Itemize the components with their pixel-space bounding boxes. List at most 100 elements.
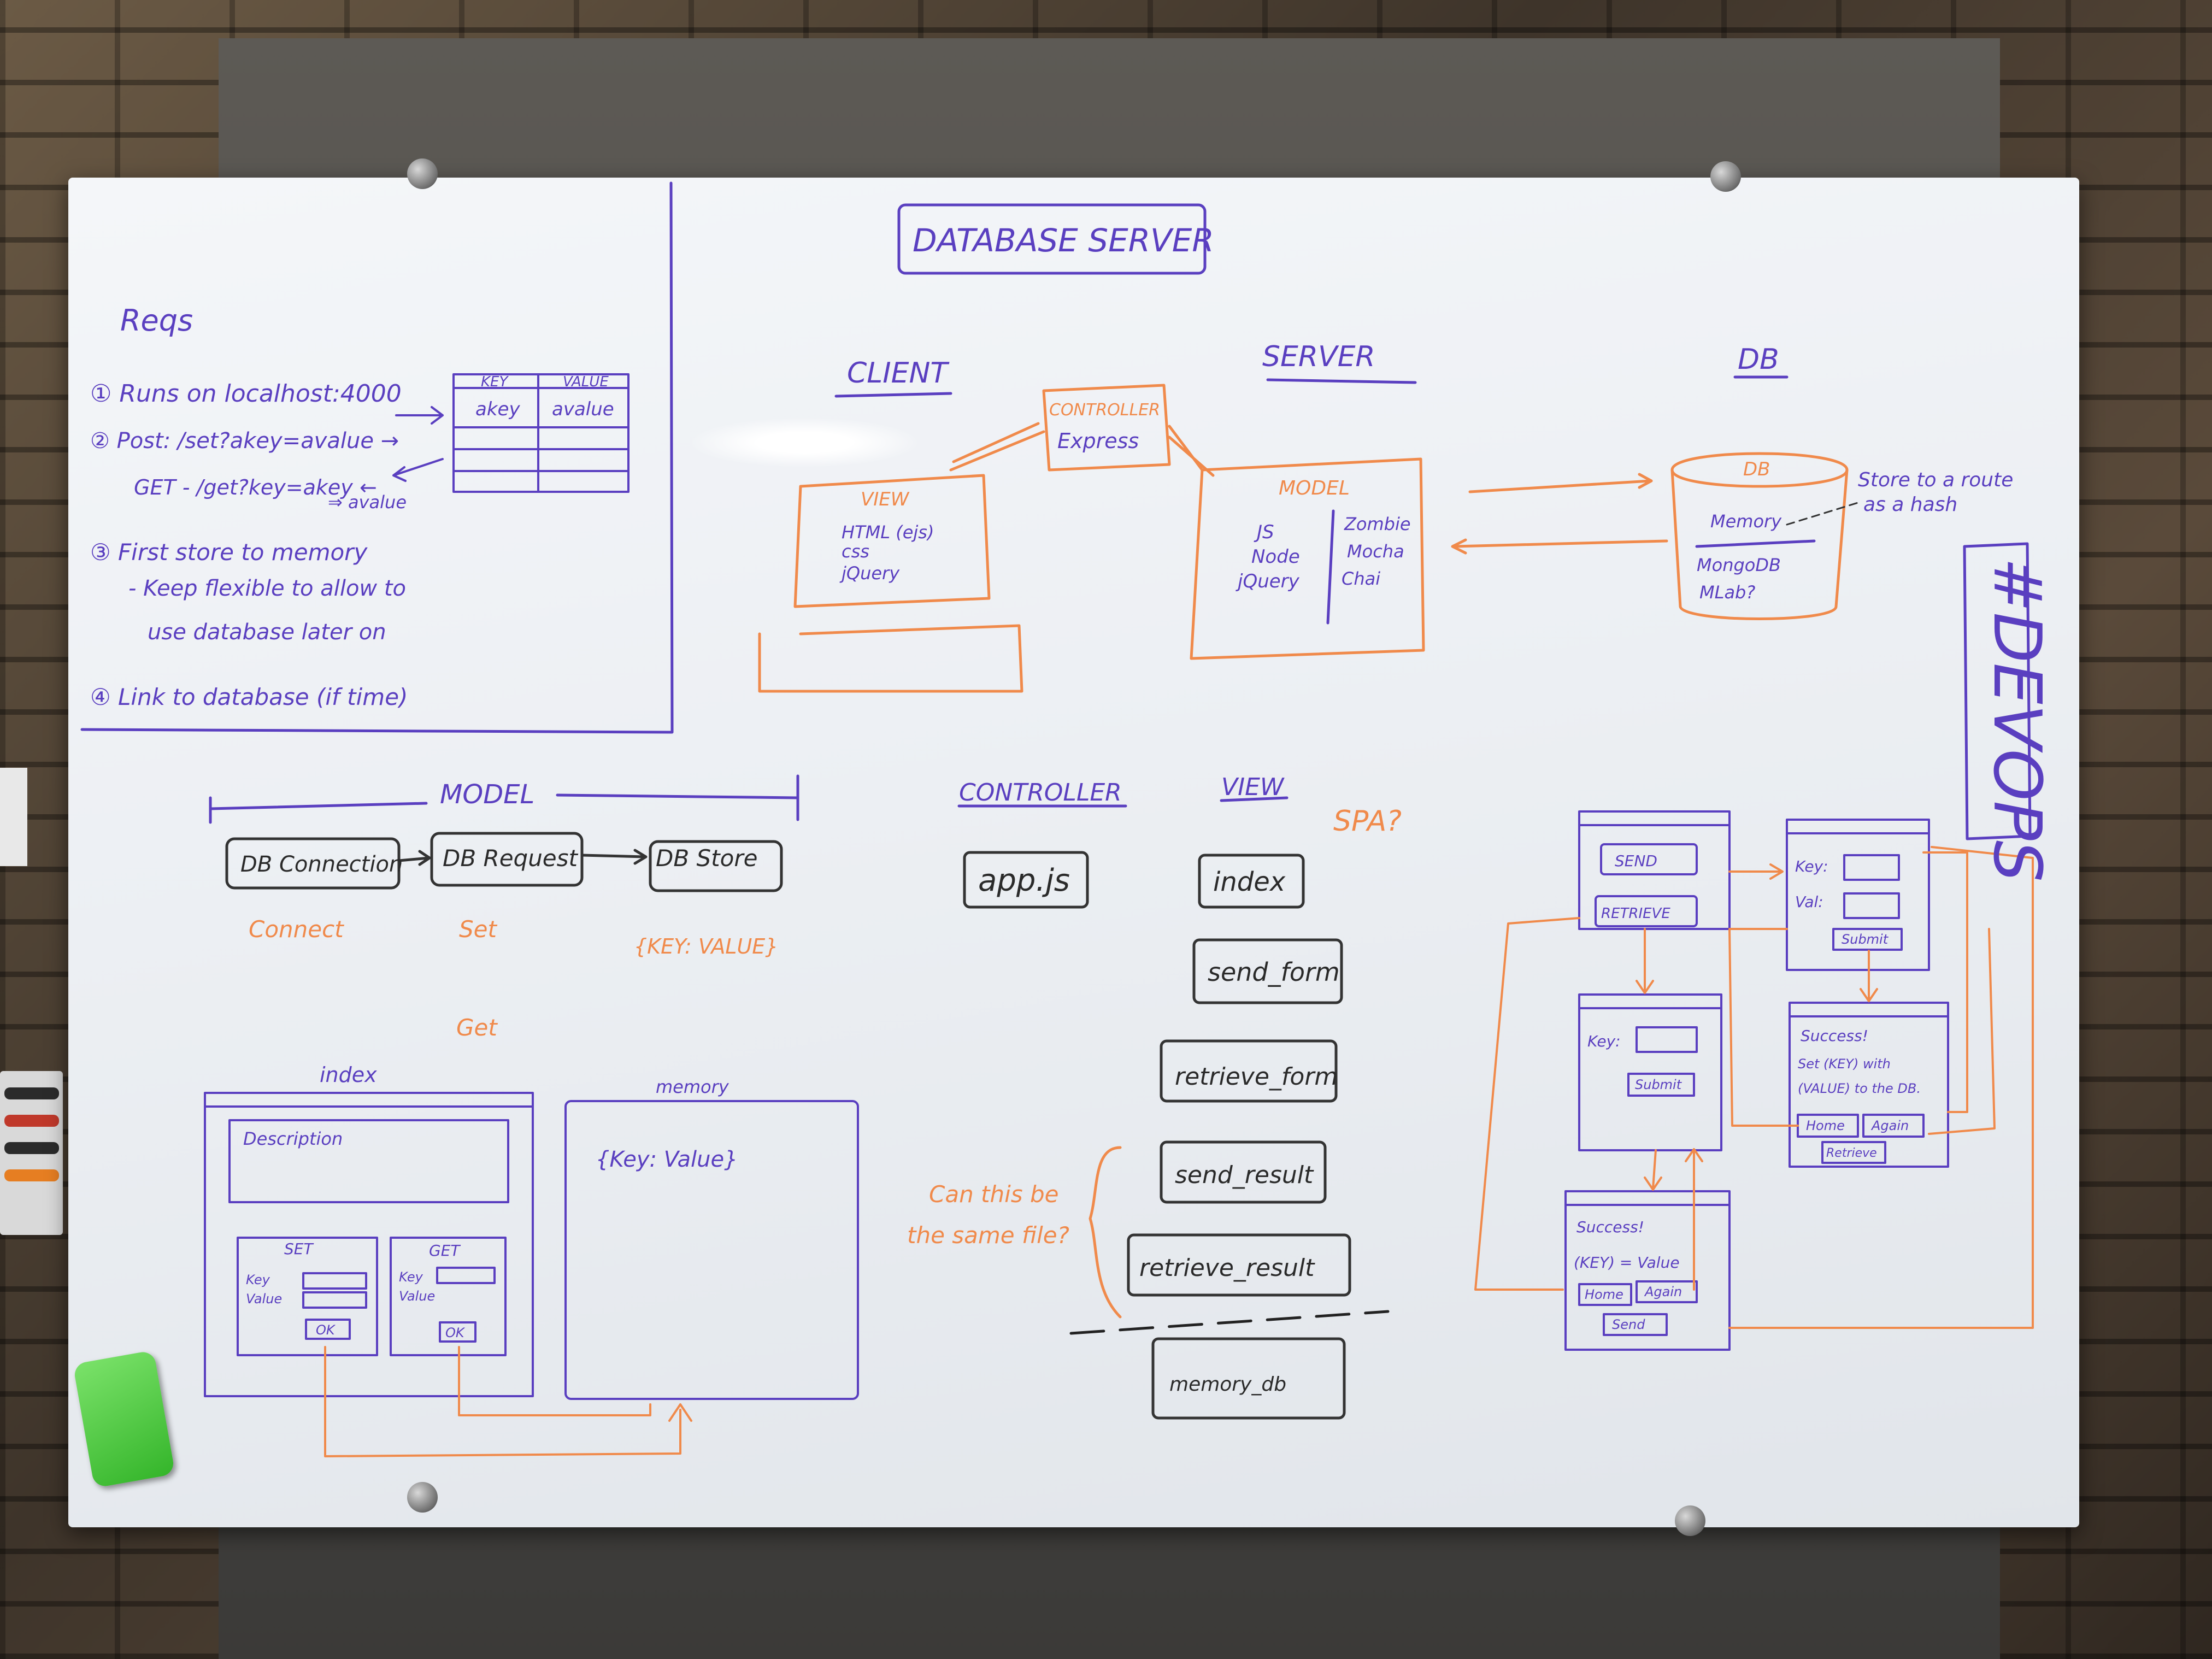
file-send-result-box [1160, 1140, 1327, 1204]
marker [4, 1169, 59, 1181]
get-label: GET [429, 1242, 461, 1260]
screen-text: Success! [1801, 1027, 1868, 1045]
same-file-question: the same file? [907, 1222, 1069, 1249]
db-title: DB [1743, 458, 1770, 480]
db-item: MLab? [1699, 582, 1755, 603]
mount-bolt [1710, 161, 1741, 192]
mount-bolt [407, 158, 438, 189]
file-label: retrieve_result [1139, 1254, 1315, 1282]
app-js-label: app.js [978, 863, 1070, 898]
kv-table [392, 373, 630, 493]
model-item: Mocha [1347, 541, 1404, 562]
description-label: Description [243, 1128, 343, 1149]
screen-text: Key: [1587, 1032, 1621, 1050]
req-item: GET - /get?key=akey ← [134, 475, 377, 499]
model-item: jQuery [1236, 570, 1300, 592]
controller-box [1042, 384, 1171, 472]
screen-retrieve-success [1564, 1190, 1731, 1351]
retrieve-small-button [1821, 1141, 1886, 1164]
db-connection-box [225, 837, 401, 890]
screen-text: Key: [1795, 857, 1828, 875]
screen-text: Submit [1842, 932, 1889, 947]
key-label: Key [399, 1269, 423, 1285]
reqs-heading: Reqs [120, 303, 193, 338]
model-item: Chai [1342, 568, 1380, 589]
model-item: JS [1254, 521, 1274, 543]
req-item: ① Runs on localhost:4000 [90, 380, 402, 408]
submit-button [1832, 928, 1903, 951]
submit-button-2 [1627, 1073, 1695, 1097]
screen-text: Set (KEY) with [1798, 1056, 1891, 1072]
description-box [228, 1119, 509, 1203]
screen-text: Success! [1576, 1218, 1644, 1236]
file-send-form-box [1192, 938, 1343, 1004]
mount-bolt [407, 1482, 438, 1513]
light-reflection [691, 418, 918, 467]
get-ok-button [439, 1321, 476, 1343]
set-label: SET [284, 1240, 314, 1258]
memory-wireframe [564, 1100, 859, 1400]
screen-send-form [1786, 819, 1930, 971]
file-label: retrieve_form [1175, 1063, 1338, 1091]
file-label: send_result [1175, 1161, 1314, 1189]
ok-label: OK [445, 1325, 466, 1340]
devops-label: #DEVOPS [1979, 557, 2055, 882]
screen-text: SEND [1615, 852, 1657, 870]
req-item: ③ First store to memory [90, 539, 368, 566]
req-item: ② Post: /set?akey=avalue → [90, 428, 399, 454]
db-note: as a hash [1863, 493, 1957, 516]
screen-text: Again [1644, 1284, 1682, 1299]
db-store-box [649, 840, 783, 892]
wall-note [0, 768, 27, 866]
key-label: Key [246, 1272, 270, 1287]
set-ok-button [305, 1319, 351, 1340]
req-item: use database later on [148, 620, 386, 645]
file-retrieve-form-box [1160, 1039, 1338, 1103]
ok-label: OK [316, 1322, 336, 1338]
kv-cell: avalue [552, 398, 614, 420]
view-title: VIEW [861, 489, 910, 510]
screen-text: Home [1806, 1118, 1845, 1133]
memory-db-label: memory_db [1169, 1373, 1286, 1396]
set-form [237, 1237, 378, 1356]
kv-cell: akey [475, 398, 520, 420]
retrieve-button [1595, 895, 1698, 927]
db-note: Store to a route [1858, 469, 2013, 491]
board-title: DATABASE SERVER [913, 222, 1214, 259]
controller-body: Express [1057, 429, 1139, 453]
send-button [1600, 843, 1698, 875]
controller-title: CONTROLLER [1049, 401, 1160, 420]
index-wireframe [204, 1092, 534, 1397]
screen-text: Home [1585, 1287, 1623, 1302]
kv-header-key: KEY [481, 374, 509, 390]
screen-text: Val: [1795, 893, 1823, 911]
screen-text: Send [1612, 1317, 1645, 1332]
flow-label: Get [456, 1014, 498, 1041]
file-label: send_form [1208, 957, 1340, 987]
screen-send-success [1789, 1002, 1949, 1168]
spa-label: SPA? [1333, 805, 1402, 838]
screen-retrieve-form [1578, 993, 1722, 1151]
file-index-box [1198, 854, 1305, 909]
db-label: DB [1738, 343, 1779, 376]
screen-text: (KEY) = Value [1574, 1254, 1680, 1272]
flow-label: Connect [249, 916, 344, 943]
view-item: HTML (ejs) [842, 522, 934, 543]
send-small-button [1603, 1313, 1668, 1336]
marker [4, 1142, 59, 1154]
marker-tray [0, 1071, 63, 1235]
view-item: css [842, 541, 869, 562]
db-item: MongoDB [1697, 555, 1781, 575]
value-label: Value [399, 1289, 435, 1304]
client-label: CLIENT [847, 357, 950, 390]
model-box [1190, 457, 1425, 660]
memory-wire-label: memory [656, 1076, 730, 1097]
index-wire-label: index [320, 1063, 377, 1087]
screen-text: Again [1870, 1118, 1909, 1133]
view-item: jQuery [839, 563, 900, 584]
req-item: ⇒ avalue [328, 492, 407, 513]
screen-text: (VALUE) to the DB. [1798, 1081, 1921, 1096]
req-item: - Keep flexible to allow to [128, 576, 406, 601]
model-item: Zombie [1344, 514, 1411, 534]
same-file-question: Can this be [929, 1181, 1059, 1208]
